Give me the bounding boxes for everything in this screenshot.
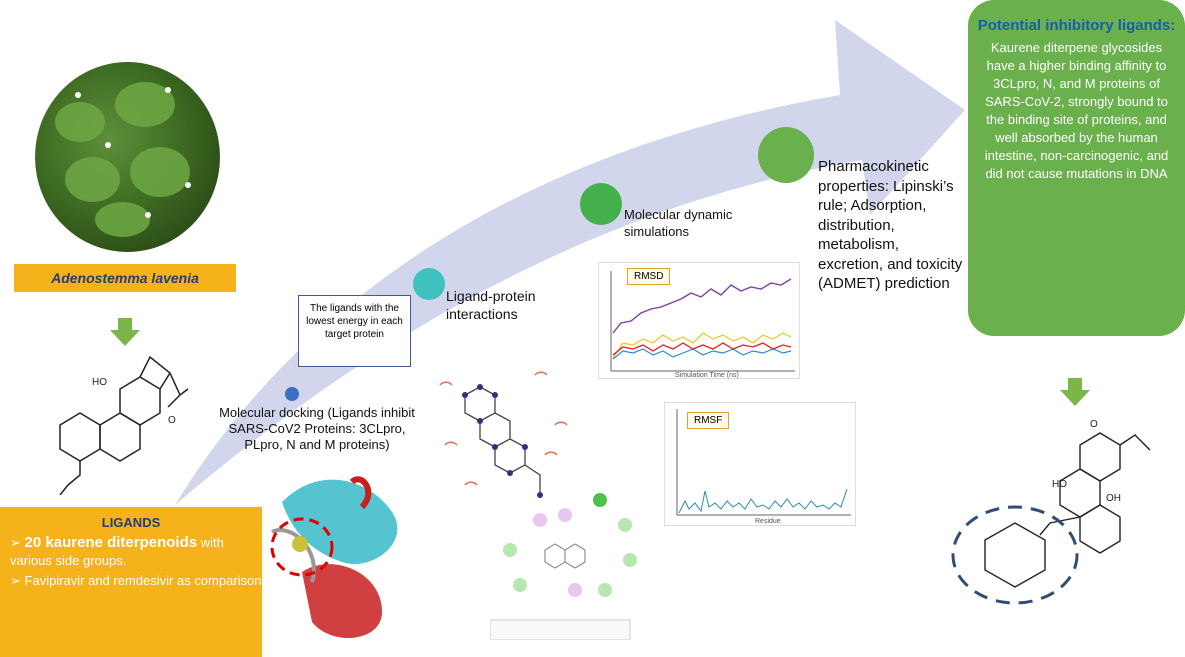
ligands-title: LIGANDS: [101, 515, 161, 530]
plant-photo: [35, 62, 220, 252]
kaurene-structure: HO O: [59, 355, 189, 495]
protein-ribbon-image: [270, 476, 398, 639]
pharmaco-label: Pharmacokinetic properties: Lipinski’s r…: [818, 158, 963, 292]
step-dot-dynamics: [580, 183, 622, 225]
down-arrow-icon: [1060, 378, 1090, 406]
svg-text:OH: OH: [1106, 493, 1121, 504]
docking-label: Molecular docking (Ligands inhibit SARS-…: [219, 405, 415, 452]
svg-text:O: O: [1090, 419, 1098, 430]
svg-text:HO: HO: [1052, 479, 1067, 490]
lowest-energy-box: The ligands with the lowest energy in ea…: [298, 295, 411, 367]
result-title: Potential inhibitory ligands:: [977, 17, 1176, 34]
ligands-item1-bold: 20 kaurene diterpenoids: [24, 534, 198, 551]
interactions-label: Ligand-protein interactions: [446, 288, 536, 322]
rmsf-tag: RMSF: [687, 412, 730, 429]
species-label: Adenostemma lavenia: [14, 264, 236, 292]
svg-text:O: O: [168, 415, 176, 426]
step-dot-pharmaco: [758, 127, 814, 183]
ligands-box: LIGANDS ➢ 20 kaurene diterpenoids with v…: [0, 507, 262, 657]
dynamics-label: Molecular dynamic simulations: [624, 207, 733, 239]
rmsd-xlabel: Simulation Time (ns): [675, 372, 739, 379]
bullet-icon: ➢: [10, 535, 21, 550]
rmsf-xlabel: Residue: [755, 518, 781, 525]
result-box: Potential inhibitory ligands: Kaurene di…: [968, 0, 1185, 336]
down-arrow-icon: [110, 318, 140, 346]
ligand-interaction-diagram: [439, 371, 568, 498]
svg-text:HO: HO: [92, 377, 107, 388]
ligands-item1-rest: with various side groups.: [10, 535, 224, 568]
glycoside-structure: HO OH O: [951, 419, 1151, 605]
rmsd-tag: RMSD: [627, 268, 671, 285]
result-text: Kaurene diterpene glycosides have a high…: [984, 40, 1169, 181]
step-dot-interactions: [413, 268, 445, 300]
bullet-icon: ➢: [10, 573, 21, 588]
step-dot-docking: [285, 387, 299, 401]
ligands-item2: Favipiravir and remdesivir as comparison: [24, 573, 262, 588]
interaction-2d-diagram: [490, 493, 637, 640]
